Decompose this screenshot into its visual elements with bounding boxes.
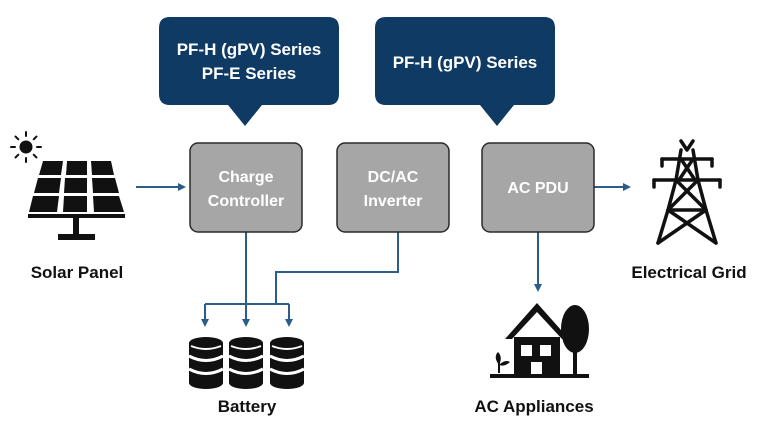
box-ac-pdu-line1: AC PDU	[507, 180, 568, 197]
callout-right: PF-H (gPV) Series	[375, 17, 555, 126]
box-charge-controller-line2: Controller	[208, 193, 284, 210]
connector-inverter-to-battery	[275, 232, 399, 304]
battery-stack-icon	[188, 337, 305, 389]
solar-panel-icon	[28, 161, 125, 240]
sun-icon	[10, 131, 42, 163]
box-inverter-line1: DC/AC	[368, 169, 419, 186]
battery-cylinder-2	[228, 337, 264, 389]
connectors	[136, 183, 631, 327]
battery-cylinder-3	[269, 337, 305, 389]
electrical-grid-label: Electrical Grid	[631, 263, 746, 282]
ac-appliances-label: AC Appliances	[474, 397, 593, 416]
box-inverter-line2: Inverter	[364, 193, 423, 210]
callout-left-shape	[159, 17, 339, 126]
battery-cylinder-1	[188, 337, 224, 389]
callout-left-line2: PF-E Series	[202, 64, 297, 83]
box-inverter-shape	[336, 142, 450, 233]
callout-left-line1: PF-H (gPV) Series	[177, 40, 322, 59]
box-charge-controller-line1: Charge	[218, 169, 273, 186]
box-charge-controller-shape	[189, 142, 303, 233]
box-inverter: DC/AC Inverter	[336, 142, 450, 233]
box-ac-pdu-shape	[481, 142, 595, 233]
callout-left: PF-H (gPV) Series PF-E Series	[159, 17, 339, 126]
transmission-tower-icon	[652, 139, 722, 245]
house-with-tree-icon	[490, 303, 589, 378]
callout-right-shape	[375, 17, 555, 126]
callout-right-line1: PF-H (gPV) Series	[393, 53, 538, 72]
box-charge-controller: Charge Controller	[189, 142, 303, 233]
solar-panel-label: Solar Panel	[31, 263, 124, 282]
box-ac-pdu: AC PDU	[481, 142, 595, 233]
battery-label: Battery	[218, 397, 277, 416]
